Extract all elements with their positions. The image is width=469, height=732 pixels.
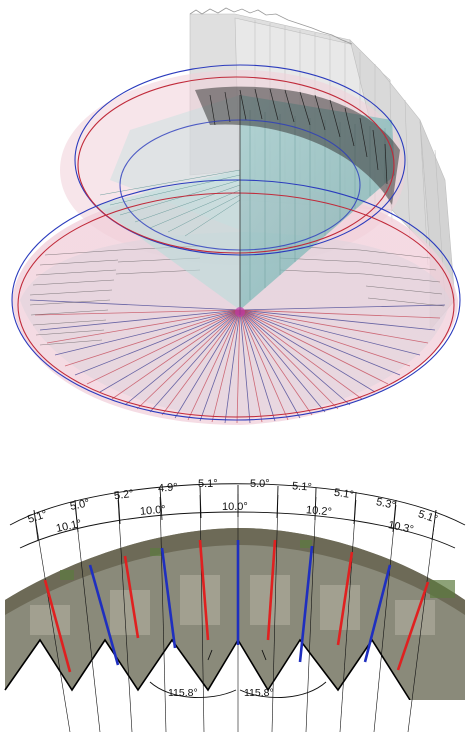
half-angle-2: 5.0° — [69, 497, 91, 513]
half-angle-7: 5.1° — [292, 480, 312, 493]
pair-angle-5: 10.3° — [387, 519, 415, 536]
unfolded-section-view: 5.1° 5.0° 5.2° 4.9° 5.1° 5.0° 5.1° 5.1° … — [4, 478, 469, 732]
fold-angle-arcs — [149, 649, 327, 699]
fold-angle-left: 115.8° — [168, 687, 198, 699]
valley-lines — [88, 540, 392, 666]
fold-angle-right: 115.8° — [244, 687, 274, 699]
half-angle-10: 5.1° — [417, 508, 439, 526]
half-angle-4: 4.9° — [158, 481, 178, 494]
pair-angle-labels: 10.1° 10.0° 10.0° 10.2° 10.3° — [55, 501, 415, 536]
pair-angle-2: 10.0° — [140, 504, 167, 518]
pair-angle-3: 10.0° — [222, 501, 248, 513]
zigzag-outline — [4, 638, 411, 701]
apex-marker — [235, 307, 245, 317]
upper-fold-lines — [209, 88, 388, 185]
dimension-arcs — [9, 483, 466, 549]
half-angle-6: 5.0° — [250, 478, 270, 490]
photo-top-edge — [5, 528, 465, 615]
pair-angle-4: 10.2° — [306, 504, 333, 518]
half-angle-9: 5.3° — [375, 496, 397, 512]
photo-green-patches — [60, 540, 455, 598]
half-angle-3: 5.2° — [113, 488, 134, 503]
cone-3d-view — [11, 7, 461, 425]
half-angle-8: 5.1° — [333, 487, 354, 502]
pair-angle-1: 10.1° — [55, 518, 83, 535]
half-angle-5: 5.1° — [198, 478, 218, 490]
ridge-lines — [43, 539, 430, 673]
lower-fold-lines — [29, 299, 446, 424]
half-angle-labels: 5.1° 5.0° 5.2° 4.9° 5.1° 5.0° 5.1° 5.1° … — [26, 478, 439, 526]
dimension-ticks — [33, 485, 437, 541]
upper-point-cloud — [195, 86, 400, 205]
half-angle-1: 5.1° — [26, 508, 48, 526]
